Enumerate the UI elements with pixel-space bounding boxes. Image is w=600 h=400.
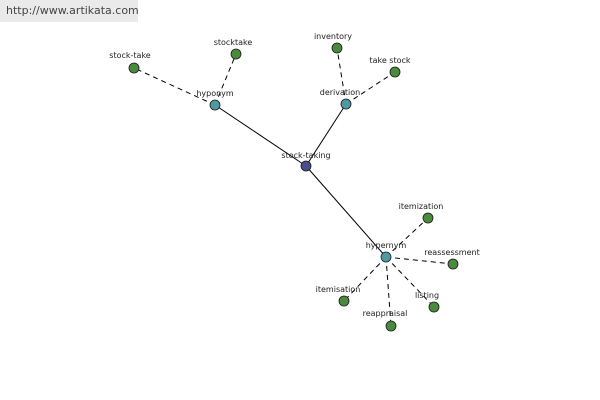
term-node-itemisation[interactable]: itemisation [316, 285, 361, 307]
term-node-take-stock-dot[interactable] [389, 66, 401, 78]
site-url-link[interactable]: http://www.artikata.com [6, 4, 139, 17]
edge-hypernym-listing [385, 256, 435, 308]
term-node-itemization[interactable]: itemization [399, 202, 444, 224]
edge-hyponym-stocktake [214, 53, 237, 106]
relation-node-hypernym-dot[interactable] [380, 251, 392, 263]
center-node[interactable]: stock-taking [281, 151, 331, 172]
edge-derivation-take-stock [345, 71, 396, 105]
term-node-itemisation-label: itemisation [316, 285, 361, 294]
term-node-reappraisal[interactable]: reappraisal [363, 309, 408, 332]
edge-center-hyponym [214, 104, 307, 167]
edge-center-hypernym [305, 165, 387, 258]
term-node-stocktake-dot[interactable] [230, 48, 242, 60]
edge-center-derivation [305, 103, 347, 167]
graph-nodes: stock-taking hyponym stock-take stocktake de… [109, 32, 480, 332]
relation-node-derivation-dot[interactable] [340, 98, 352, 110]
center-node-dot[interactable] [300, 160, 312, 172]
term-node-reappraisal-label: reappraisal [363, 309, 408, 318]
edge-hypernym-itemization [385, 217, 429, 258]
relation-node-hypernym[interactable]: hypernym [366, 241, 407, 263]
term-node-reassessment[interactable]: reassessment [424, 248, 480, 270]
term-node-reassessment-label: reassessment [424, 248, 479, 257]
relation-node-hyponym-label: hyponym [196, 89, 234, 98]
term-node-inventory[interactable]: inventory [314, 32, 352, 54]
edge-hypernym-reappraisal [385, 256, 392, 327]
term-node-stock-take[interactable]: stock-take [109, 51, 151, 74]
term-node-stocktake[interactable]: stocktake [214, 38, 253, 60]
term-node-reassessment-dot[interactable] [447, 258, 459, 270]
term-node-itemization-dot[interactable] [422, 212, 434, 224]
term-node-stock-take-label: stock-take [109, 51, 151, 60]
term-node-inventory-dot[interactable] [331, 42, 343, 54]
relation-node-hyponym[interactable]: hyponym [196, 89, 234, 111]
term-node-stocktake-label: stocktake [214, 38, 253, 47]
relation-node-hypernym-label: hypernym [366, 241, 407, 250]
relation-node-derivation-label: derivation [320, 88, 360, 97]
term-node-listing[interactable]: listing [415, 291, 440, 313]
relation-node-derivation[interactable]: derivation [320, 88, 360, 110]
edge-hyponym-stock-take [133, 67, 216, 106]
center-node-label: stock-taking [281, 151, 330, 160]
term-node-inventory-label: inventory [314, 32, 352, 41]
edge-derivation-inventory [336, 47, 347, 105]
term-node-reappraisal-dot[interactable] [385, 320, 397, 332]
term-node-take-stock[interactable]: take stock [369, 56, 411, 78]
edge-hypernym-itemisation [343, 256, 387, 302]
relation-node-hyponym-dot[interactable] [209, 99, 221, 111]
edge-hypernym-reassessment [385, 256, 454, 265]
term-node-itemization-label: itemization [399, 202, 444, 211]
term-node-stock-take-dot[interactable] [128, 62, 140, 74]
term-node-listing-label: listing [415, 291, 439, 300]
term-node-take-stock-label: take stock [369, 56, 410, 65]
term-node-listing-dot[interactable] [428, 301, 440, 313]
graph-edges [133, 47, 454, 327]
url-banner: http://www.artikata.com [0, 0, 139, 22]
term-node-itemisation-dot[interactable] [338, 295, 350, 307]
